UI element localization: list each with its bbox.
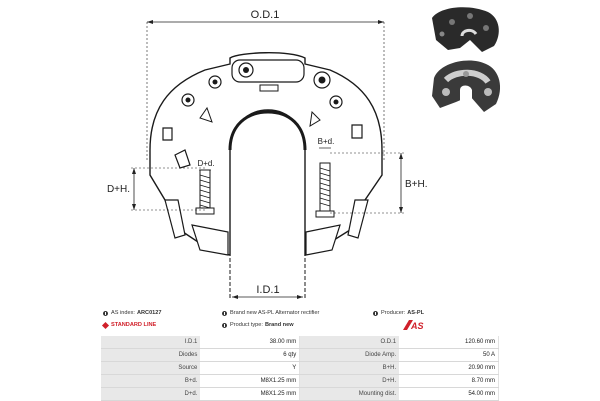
standard-line-label: STANDARD LINE xyxy=(111,322,157,328)
producer-label: Producer: xyxy=(381,310,406,316)
product-photo-bottom xyxy=(432,60,501,112)
product-type-row: Product type: Brand new xyxy=(222,322,294,328)
spec-value: 6 qty xyxy=(200,348,301,362)
product-type-label: Product type: xyxy=(230,322,263,328)
spec-label: Source xyxy=(101,361,201,375)
spec-value: 120.60 mm xyxy=(399,336,500,349)
spec-value: 50 A xyxy=(399,348,500,362)
dd-label: D+d. xyxy=(197,159,214,168)
spec-value: 20.90 mm xyxy=(399,361,500,375)
bd-label: B+d. xyxy=(318,137,335,146)
description-text: Brand new AS-PL Alternator rectifier xyxy=(230,310,320,316)
spec-label: Diode Amp. xyxy=(299,348,400,362)
as-index-row: AS index: ARC0127 xyxy=(103,310,162,316)
id-label: I.D.1 xyxy=(256,284,279,296)
product-type-value: Brand new xyxy=(264,322,294,328)
info-icon xyxy=(373,310,378,316)
spec-label: B+H. xyxy=(299,361,400,375)
info-icon xyxy=(222,310,227,316)
spec-label: I.D.1 xyxy=(101,336,201,349)
spec-label: Diodes xyxy=(101,348,201,362)
od-label: O.D.1 xyxy=(251,9,280,21)
spec-value: M8X1.25 mm xyxy=(200,374,301,388)
as-pl-logo: AS xyxy=(403,320,424,330)
spec-value: 54.00 mm xyxy=(399,387,500,401)
standard-line-icon xyxy=(101,321,110,329)
spec-label: Mounting dist. xyxy=(299,387,400,401)
as-index-value: ARC0127 xyxy=(136,310,162,316)
description-row: Brand new AS-PL Alternator rectifier xyxy=(222,310,319,316)
dh-label: D+H. xyxy=(107,184,130,195)
spec-label: D+H. xyxy=(299,374,400,388)
producer-value: AS-PL xyxy=(407,310,425,316)
spec-value: Y xyxy=(200,361,301,375)
spec-value: 8.70 mm xyxy=(399,374,500,388)
logo-text: AS xyxy=(410,321,424,330)
as-index-label: AS index: xyxy=(111,310,135,316)
spec-label: B+d. xyxy=(101,374,201,388)
standard-line-row: STANDARD LINE xyxy=(101,321,157,329)
technical-drawing: O.D.1 I.D.1 D xyxy=(107,7,501,299)
info-icon xyxy=(103,310,108,316)
right-screw xyxy=(315,162,335,218)
spec-value: M8X1.25 mm xyxy=(200,387,301,401)
product-photo-top xyxy=(432,7,499,52)
spec-value: 38.00 mm xyxy=(200,336,301,349)
info-icon xyxy=(222,322,227,328)
bh-label: B+H. xyxy=(405,179,428,190)
spec-label: O.D.1 xyxy=(299,336,400,349)
producer-row: Producer: AS-PL xyxy=(373,310,424,316)
spec-label: D+d. xyxy=(101,387,201,401)
